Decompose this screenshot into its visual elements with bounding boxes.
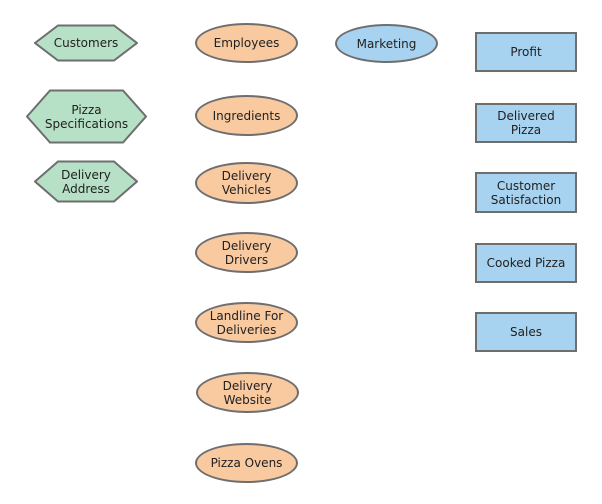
node-ingredients[interactable]: Ingredients xyxy=(195,95,298,136)
node-label: Delivery Drivers xyxy=(221,238,272,267)
node-label: Marketing xyxy=(356,36,417,51)
node-label: Delivered Pizza xyxy=(497,109,555,137)
node-label: Delivery Address xyxy=(61,167,111,196)
node-label: Pizza Specifications xyxy=(44,102,129,131)
node-label: Cooked Pizza xyxy=(486,256,566,270)
node-delivery-vehicles[interactable]: Delivery Vehicles xyxy=(195,162,298,204)
node-delivered-pizza[interactable]: Delivered Pizza xyxy=(475,103,577,143)
node-label: Delivery Website xyxy=(222,378,273,407)
node-label: Profit xyxy=(510,45,542,59)
node-pizza-ovens[interactable]: Pizza Ovens xyxy=(195,443,298,483)
node-customer-satisfaction[interactable]: Customer Satisfaction xyxy=(475,172,577,213)
node-label: Pizza Ovens xyxy=(210,456,283,470)
node-landline-for-deliveries[interactable]: Landline For Deliveries xyxy=(195,302,298,343)
node-sales[interactable]: Sales xyxy=(475,312,577,352)
node-delivery-address[interactable]: Delivery Address xyxy=(34,160,138,203)
hexagon-shape xyxy=(34,24,138,62)
node-delivery-drivers[interactable]: Delivery Drivers xyxy=(195,232,298,273)
node-employees[interactable]: Employees xyxy=(195,23,298,63)
node-customers[interactable]: Customers xyxy=(34,24,138,62)
node-pizza-specifications[interactable]: Pizza Specifications xyxy=(26,89,147,144)
node-delivery-website[interactable]: Delivery Website xyxy=(196,372,299,413)
node-label: Employees xyxy=(213,36,280,50)
hexagon-shape xyxy=(26,89,147,144)
hexagon-shape xyxy=(34,160,138,203)
node-label: Delivery Vehicles xyxy=(221,169,272,197)
node-label: Landline For Deliveries xyxy=(209,308,284,337)
node-label: Customers xyxy=(53,36,119,50)
node-label: Ingredients xyxy=(212,108,281,123)
node-profit[interactable]: Profit xyxy=(475,32,577,72)
node-marketing[interactable]: Marketing xyxy=(335,24,438,63)
node-label: Customer Satisfaction xyxy=(490,178,562,207)
node-label: Sales xyxy=(510,325,542,339)
node-cooked-pizza[interactable]: Cooked Pizza xyxy=(475,243,577,283)
